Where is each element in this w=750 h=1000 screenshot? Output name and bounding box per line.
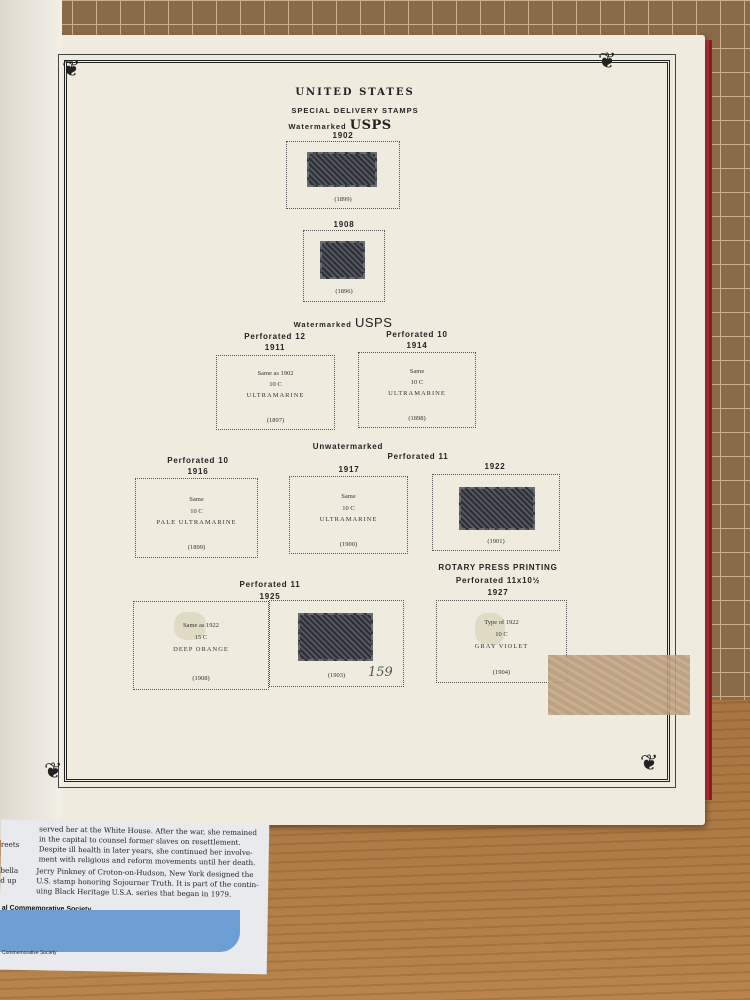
usps-single-line: USPS [354,315,393,330]
unwatermarked-label: Unwatermarked [312,442,384,451]
hinge-remnant [475,613,505,645]
year-label: 1927 [487,588,509,597]
denomination: 10 C [495,631,508,638]
watermark-label: Watermarked USPS [294,315,393,330]
year-label: 1917 [338,465,360,474]
leaflet-text-fragment: d up [0,875,17,885]
catalog-number: (1897) [266,417,285,424]
stamp-image [307,152,377,187]
stamp-space-1917: Same 10 C ULTRAMARINE (1900) [289,476,408,554]
year-label: 1908 [333,220,355,229]
stamp-image [298,613,373,661]
description-line: Same [409,368,425,375]
catalog-number: (1908) [192,675,210,682]
color-name: ULTRAMARINE [388,390,446,397]
corner-ornament-icon: ❦ [62,56,81,81]
year-label: 1914 [406,341,428,350]
stamp-space-1925-right: (1903) [269,600,404,687]
perforation-label: Perforated 10 [386,330,448,339]
catalog-number: (1904) [492,669,511,676]
denomination: 10 C [190,508,203,515]
corner-ornament-icon: ❦ [44,758,63,783]
catalog-number: (1900) [339,541,358,548]
denomination: 10 C [410,379,424,386]
description-line: Same [189,496,204,503]
page-title: UNITED STATES [295,87,415,98]
blue-band [0,910,240,952]
year-label: 1925 [259,592,281,601]
denomination: 10 C [342,505,355,512]
society-credit: Commemorative Society [2,950,57,956]
corner-ornament-icon: ❦ [640,750,659,775]
description-line: Same as 1922 [182,622,220,629]
year-label: 1911 [264,343,286,352]
perforation-label: Perforated 11 [387,452,449,461]
year-label: 1902 [332,131,354,140]
catalog-number: (1896) [335,288,353,295]
description-line: Same [341,493,356,500]
tape-residue [548,655,690,715]
perforation-label: Perforated 11 [239,580,301,589]
corner-ornament-icon: ❦ [598,48,617,73]
leaflet-text-fragment: reets [0,839,20,849]
catalog-number: (1901) [487,538,505,545]
left-album-page [0,0,62,840]
color-name: GRAY VIOLET [474,643,529,650]
denomination: 15 C [194,634,208,641]
leaflet-text-fragment: bella [0,865,19,875]
description-line: Same as 1902 [257,370,294,377]
color-name: DEEP ORANGE [173,646,229,653]
stamp-image [459,487,535,530]
stamp-space-1927: Type of 1922 10 C GRAY VIOLET (1904) [436,600,567,683]
stamp-image [320,241,365,279]
perforation-label: Perforated 12 [244,332,306,341]
perforation-label: Perforated 10 [167,456,229,465]
catalog-number: (1899) [187,544,206,551]
color-name: PALE ULTRAMARINE [156,519,237,526]
denomination: 10 C [269,381,282,388]
stamp-space-1922: (1901) [432,474,560,551]
stamp-space-1911: Same as 1902 10 C ULTRAMARINE (1897) [216,355,335,430]
catalog-number: (1898) [408,415,426,422]
watermark-label: Watermarked USPS [288,118,391,133]
stamp-space-1925-left: Same as 1922 15 C DEEP ORANGE (1908) [133,601,269,690]
usps-double-line: USPS [349,118,392,133]
stamp-space-1902: (1899) [286,141,400,209]
color-name: ULTRAMARINE [246,392,305,399]
year-label: 1922 [484,462,506,471]
stamp-space-1908: (1896) [303,230,385,302]
watermarked-text: Watermarked [293,320,352,329]
perforation-label: Perforated 11x10½ [455,576,541,585]
watermarked-text: Watermarked [288,122,347,131]
hinge-remnant [174,612,206,640]
catalog-number: (1899) [334,196,352,203]
handwritten-note: 159 [368,665,393,680]
year-label: 1916 [187,467,209,476]
catalog-number: (1903) [327,672,346,679]
decorative-page-border [58,54,676,788]
page-subtitle: SPECIAL DELIVERY STAMPS [291,106,419,115]
stamp-space-1914: Same 10 C ULTRAMARINE (1898) [358,352,476,428]
rotary-press-heading: ROTARY PRESS PRINTING [438,563,558,572]
stamp-space-1916: Same 10 C PALE ULTRAMARINE (1899) [135,478,258,558]
color-name: ULTRAMARINE [319,516,378,523]
description-line: Type of 1922 [484,619,519,626]
